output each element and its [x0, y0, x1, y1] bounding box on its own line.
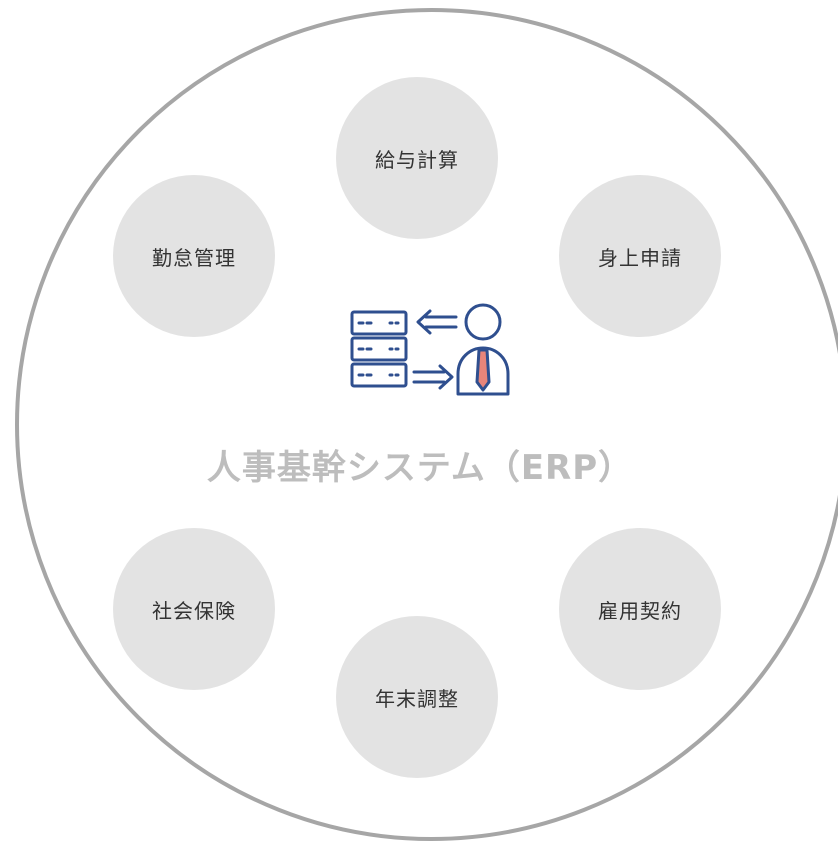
user-icon: [456, 303, 510, 396]
node-attendance-label: 勤怠管理: [152, 245, 236, 270]
node-personal-info-label: 身上申請: [598, 245, 682, 270]
server-user-icon: [346, 300, 522, 404]
arrow-right-icon: [412, 364, 454, 390]
node-social-insurance: 社会保険: [113, 528, 275, 690]
arrow-left-icon: [416, 309, 458, 335]
node-attendance: 勤怠管理: [113, 175, 275, 337]
node-personal-info: 身上申請: [559, 175, 721, 337]
node-year-end-adjustment-label: 年末調整: [375, 686, 459, 711]
system-title: 人事基幹システム（ERP）: [206, 448, 634, 488]
node-employment-contract: 雇用契約: [559, 528, 721, 690]
node-year-end-adjustment: 年末調整: [336, 616, 498, 778]
node-payroll-label: 給与計算: [375, 147, 459, 172]
node-social-insurance-label: 社会保険: [152, 598, 236, 623]
node-employment-contract-label: 雇用契約: [598, 598, 682, 623]
server-stack-icon: [350, 310, 408, 388]
node-payroll: 給与計算: [336, 77, 498, 239]
